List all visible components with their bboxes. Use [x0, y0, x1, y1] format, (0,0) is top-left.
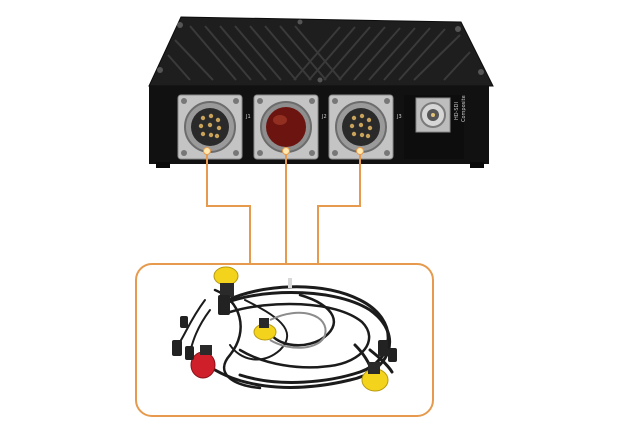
yellow-cap-center: [253, 318, 277, 341]
cable-tie: [288, 278, 292, 288]
red-cap: [190, 345, 216, 379]
callout-dot-j3: [356, 147, 364, 155]
cable-callout-frame: [135, 263, 434, 417]
connector-j1: [177, 94, 243, 160]
connector-j3: [328, 94, 394, 160]
callout-line-j1: [206, 152, 251, 265]
heat-sink-fins: [167, 25, 471, 81]
yellow-cap-top-left: [213, 266, 239, 297]
cable-plugs: [172, 295, 397, 362]
chassis-top-face: [148, 16, 494, 87]
connector-j2: [253, 94, 319, 160]
callout-dot-j2: [282, 147, 290, 155]
connector-label-j2: J2: [321, 114, 327, 120]
connector-label-j1: J1: [245, 114, 251, 120]
bnc-label-line1: HD-SDI: [454, 102, 460, 120]
connector-label-j3: J3: [396, 114, 402, 120]
callout-dot-j1: [203, 147, 211, 155]
grey-cable: [269, 311, 327, 349]
callout-lines: [206, 152, 361, 265]
bnc-connector: [404, 95, 464, 159]
callout-line-j3: [317, 152, 361, 265]
bnc-label-line2: Composite: [461, 95, 467, 122]
yellow-cap-right: [361, 362, 389, 392]
